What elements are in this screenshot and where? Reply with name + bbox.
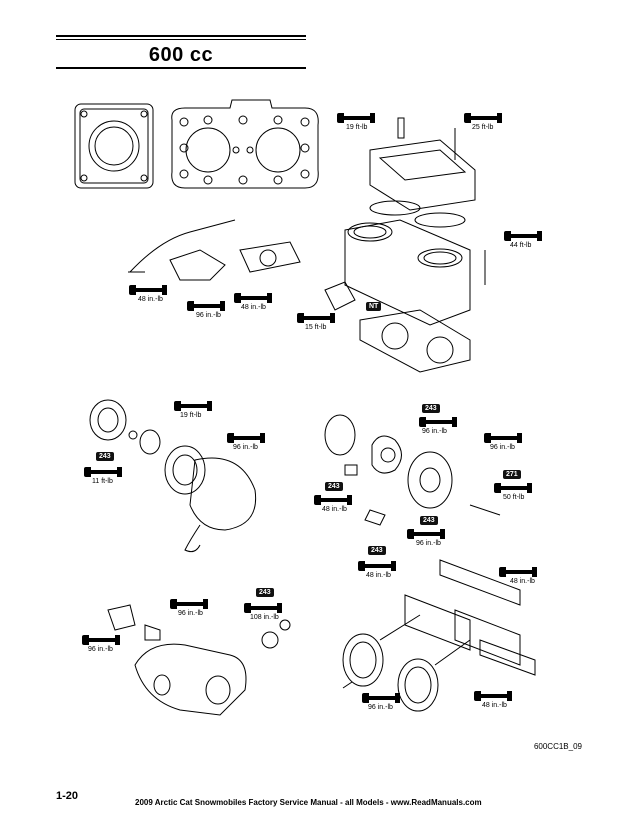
torque-wrench-icon [227,433,265,443]
magneto-illustration [324,414,501,526]
torque-wrench-icon [314,495,352,505]
torque-label: 96 in.-lb [416,540,441,547]
exhaust-valve-linkage-illustration [128,219,301,281]
sealant-tag: 243 [256,588,274,597]
page-title: 600 cc [148,44,214,66]
torque-wrench-icon [244,603,282,613]
torque-label: 11 ft-lb [92,478,113,485]
torque-label: 96 in.-lb [233,444,258,451]
torque-wrench-icon [187,301,225,311]
torque-label: 44 ft-lb [510,242,532,249]
torque-label: 96 in.-lb [422,428,447,435]
torque-label: 96 in.-lb [196,312,221,319]
page-number: 1-20 [56,790,79,802]
sealant-tag: 243 [422,404,440,413]
torque-wrench-icon [234,293,272,303]
cylinder-head-illustration [369,117,476,228]
torque-wrench-icon [337,113,375,123]
torque-label: 96 in.-lb [178,610,203,617]
torque-wrench-icon [474,691,512,701]
torque-label: 19 ft-lb [180,412,202,419]
torque-label: 96 in.-lb [368,704,393,711]
torque-label: 19 ft-lb [346,124,368,131]
torque-wrench-icon [358,561,396,571]
torque-label: 48 in.-lb [366,572,391,579]
torque-wrench-icon [82,635,120,645]
torque-label: 48 in.-lb [510,578,535,585]
sealant-tag: 243 [420,516,438,525]
intake-reed-illustration [342,559,536,712]
sealant-tag: 271 [503,470,521,479]
torque-wrench-icon [407,529,445,539]
header-rule-top [56,35,306,37]
torque-wrench-icon [499,567,537,577]
torque-label: 108 in.-lb [250,614,279,621]
torque-label: 48 in.-lb [482,702,507,709]
torque-wrench-icon [504,231,542,241]
torque-label: 96 in.-lb [88,646,113,653]
torque-wrench-icon [84,467,122,477]
sealant-tag: 243 [96,452,114,461]
torque-label: 50 ft-lb [503,494,525,501]
head-bolt-sequence-illustration [171,99,319,189]
footer-text: 2009 Arctic Cat Snowmobiles Factory Serv… [135,798,482,807]
header-rule-mid [56,39,306,40]
torque-label: 15 ft-lb [305,324,327,331]
torque-label: 25 ft-lb [472,124,494,131]
sealant-tag: 243 [325,482,343,491]
figure-code: 600CC1B_09 [533,742,582,751]
torque-wrench-icon [494,483,532,493]
torque-wrench-icon [174,401,212,411]
recoil-starter-illustration [89,399,257,553]
torque-label: 48 in.-lb [322,506,347,513]
water-pump-illustration [107,604,291,716]
torque-label: 48 in.-lb [138,296,163,303]
base-gasket-illustration [74,103,154,189]
torque-wrench-icon [362,693,400,703]
torque-wrench-icon [484,433,522,443]
sealant-tag: NT [366,302,382,311]
cylinder-block-illustration [324,219,486,373]
sealant-tag: 243 [368,546,386,555]
torque-wrench-icon [297,313,335,323]
torque-wrench-icon [419,417,457,427]
torque-wrench-icon [464,113,502,123]
header-rule-bottom [56,67,306,69]
torque-label: 48 in.-lb [241,304,266,311]
torque-wrench-icon [129,285,167,295]
torque-label: 96 in.-lb [490,444,515,451]
torque-wrench-icon [170,599,208,609]
